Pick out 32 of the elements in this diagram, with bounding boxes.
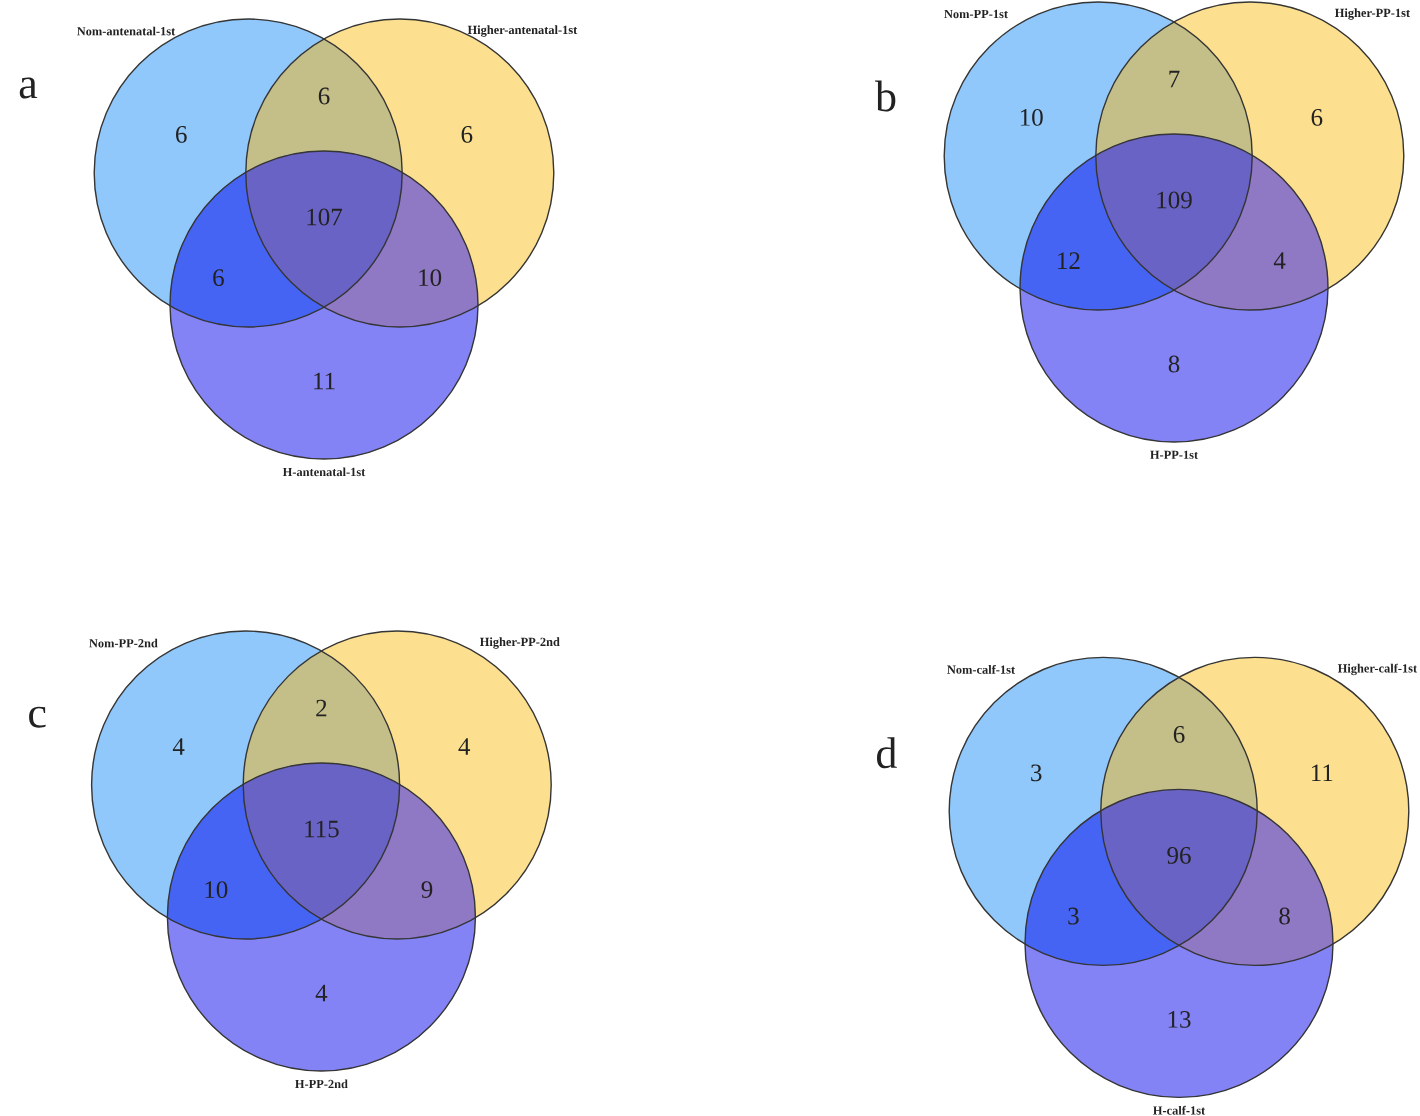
count-label: 115	[305, 820, 339, 838]
count-label: 12	[1058, 252, 1080, 269]
count-label: 6	[176, 126, 187, 143]
panel-letter: c	[29, 706, 46, 728]
count-label: 3	[1031, 764, 1042, 782]
count-label: 2	[316, 699, 327, 717]
count-label: 6	[461, 126, 473, 143]
count-label: 11	[314, 372, 335, 390]
count-label: 3	[1068, 907, 1079, 925]
count-label: 6	[1311, 109, 1323, 126]
count-label: 6	[318, 87, 330, 105]
count-label: 10	[205, 881, 228, 899]
panel-letter: b	[875, 80, 896, 112]
count-label: 4	[1273, 252, 1286, 269]
panel-letter: d	[877, 737, 897, 769]
count-label: 107	[307, 208, 343, 226]
count-label: 96	[1167, 847, 1191, 864]
count-label: 8	[1279, 907, 1290, 925]
count-label: 109	[1157, 191, 1192, 209]
count-label: 6	[1173, 726, 1185, 743]
count-label: 4	[315, 984, 328, 1002]
count-label: 13	[1168, 1011, 1191, 1028]
count-label: 10	[419, 269, 442, 287]
panel-letter: a	[19, 77, 38, 99]
count-label: 8	[1168, 355, 1180, 373]
count-label: 4	[458, 738, 471, 755]
count-label: 10	[1020, 109, 1043, 126]
count-label: 7	[1169, 70, 1180, 88]
count-label: 9	[421, 881, 433, 898]
count-label: 6	[213, 269, 224, 286]
count-label: 11	[1311, 764, 1333, 782]
count-label: 4	[172, 738, 185, 755]
